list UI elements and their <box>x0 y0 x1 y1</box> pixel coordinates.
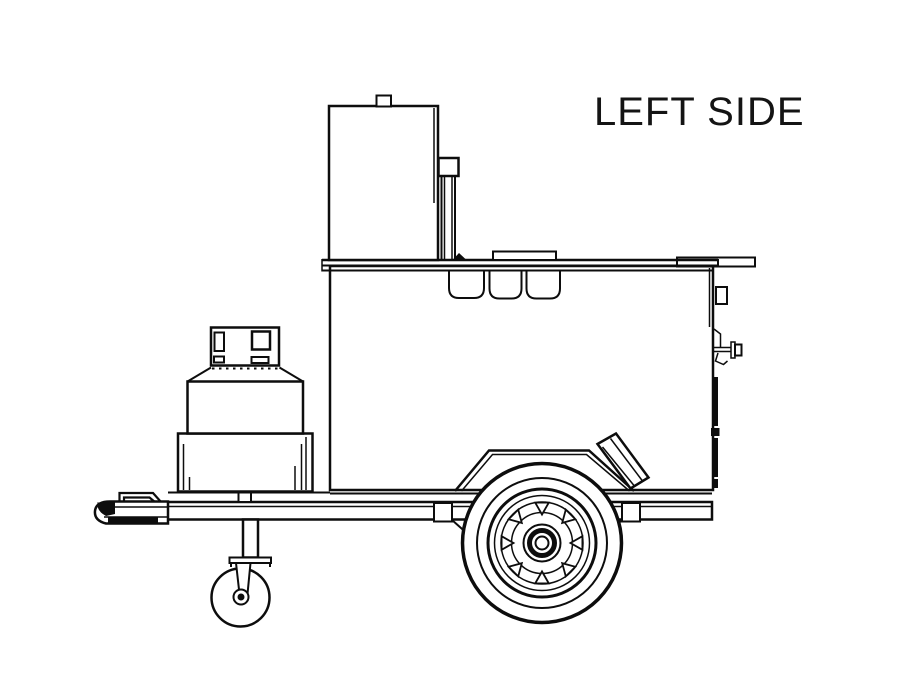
cabinet-knob <box>375 94 392 108</box>
coupler-hitch <box>93 491 170 525</box>
pipe-foot <box>453 253 466 260</box>
tank-base <box>176 432 314 493</box>
door-hinge <box>711 377 720 488</box>
propane-tank <box>168 326 330 494</box>
sink-basin-2 <box>488 270 523 300</box>
wall-bracket <box>715 286 728 305</box>
counter-lid <box>492 250 557 261</box>
tongue-jack <box>210 491 272 628</box>
wheel-lug-markers <box>500 501 584 585</box>
drain-valve <box>713 328 743 366</box>
main-wheel <box>460 461 624 625</box>
jack-post <box>241 518 260 559</box>
view-label: LEFT SIDE <box>594 90 805 134</box>
wheel-rim <box>486 487 598 599</box>
pipe-cap <box>437 156 460 178</box>
axle-bracket-left <box>433 502 453 523</box>
cart-body <box>328 264 715 495</box>
fender <box>454 431 651 492</box>
right-wall-details <box>708 268 743 488</box>
collar-slot-left <box>213 331 225 352</box>
axle-bracket-right <box>621 502 641 523</box>
vent-pipe <box>437 156 466 260</box>
tank-body <box>186 380 305 435</box>
fender-corner-plate <box>595 431 651 491</box>
collar-slot-right <box>250 330 272 351</box>
upper-cabinet <box>327 94 440 262</box>
countertop <box>321 250 756 272</box>
coupler-nose-shade <box>97 502 115 516</box>
sink-basin-1 <box>448 270 485 299</box>
sink-basins <box>448 270 561 300</box>
counter-right-board <box>676 256 756 268</box>
sink-basin-3 <box>525 270 561 300</box>
